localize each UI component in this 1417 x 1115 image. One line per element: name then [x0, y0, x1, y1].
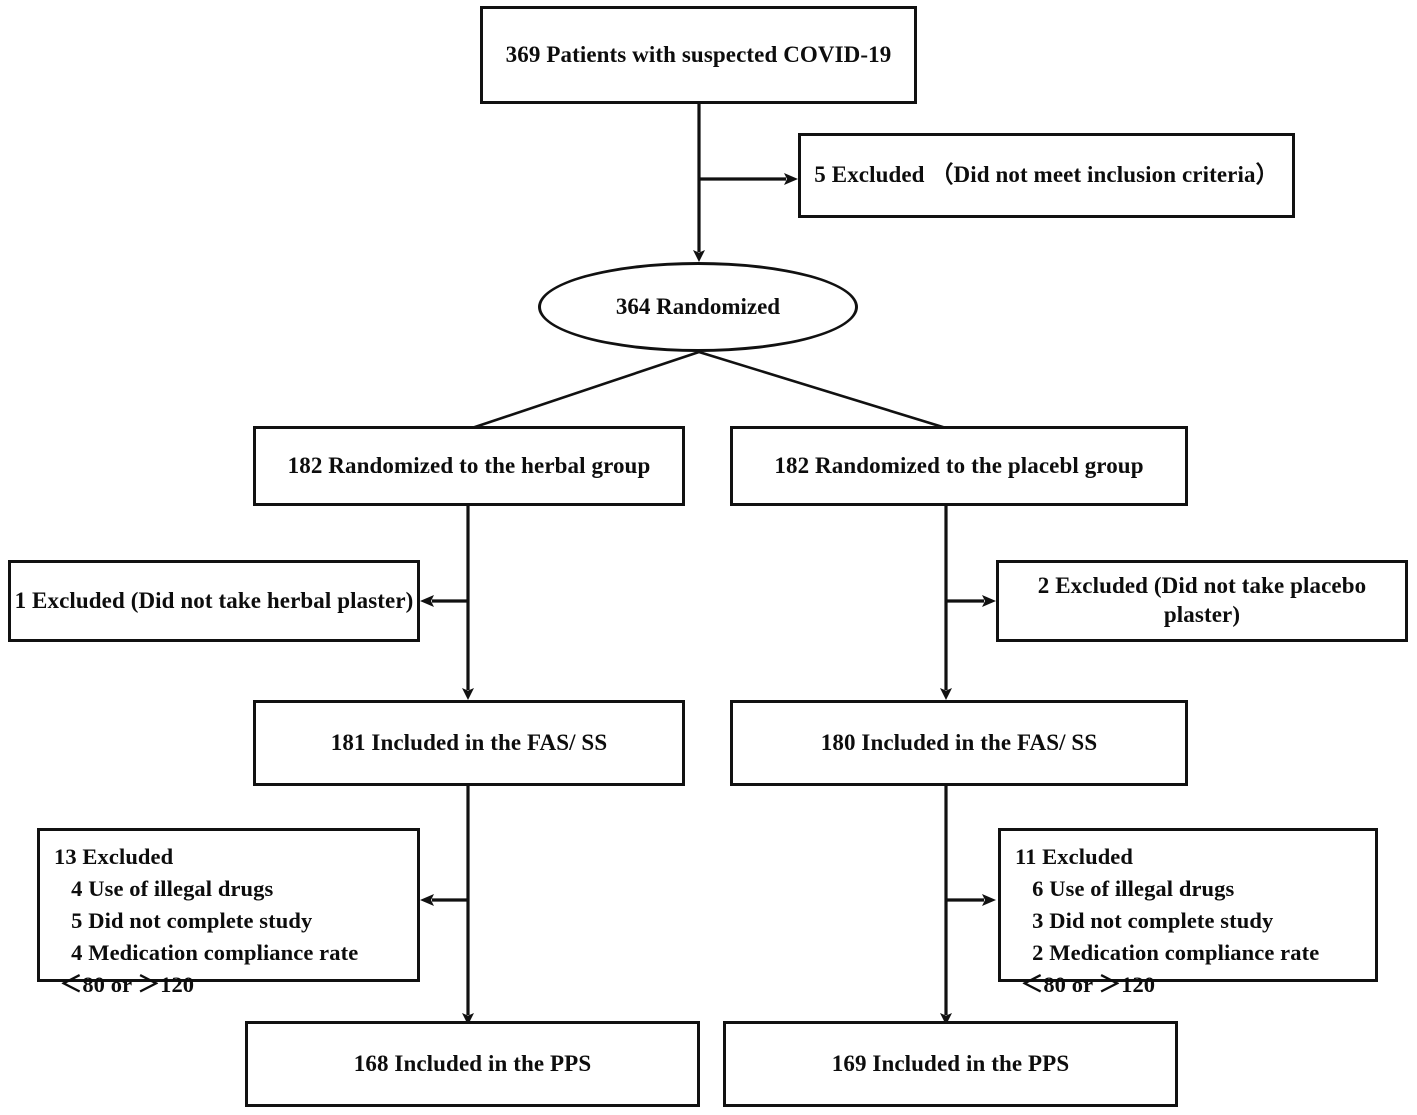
- node-herbal-pps: 168 Included in the PPS: [245, 1021, 700, 1107]
- excluded-line: ＜80 or ＞120: [54, 971, 195, 997]
- node-placebo-fas-label: 180 Included in the FAS/ SS: [820, 729, 1098, 755]
- node-placebo-excluded-allocation: 2 Excluded (Did not take placebo plaster…: [996, 560, 1408, 642]
- node-placebo-excluded-pps: 11 Excluded 6 Use of illegal drugs 3 Did…: [998, 828, 1378, 997]
- connector-randomized-to-herbal: [471, 350, 700, 430]
- node-enrollment-label: 369 Patients with suspected COVID-19: [505, 41, 892, 67]
- excluded-line: 4 Use of illegal drugs: [54, 875, 274, 901]
- excluded-line: 3 Did not complete study: [1015, 907, 1274, 933]
- excluded-line: 5 Did not complete study: [54, 907, 313, 933]
- excluded-line: 11 Excluded: [1015, 844, 1134, 869]
- node-placebo-allocation: 182 Randomized to the placebl group: [730, 426, 1188, 506]
- excluded-line: 4 Medication compliance rate: [54, 939, 359, 965]
- node-excluded-screening-label: 5 Excluded （Did not meet inclusion crite…: [814, 162, 1279, 188]
- node-herbal-fas-label: 181 Included in the FAS/ SS: [330, 729, 608, 755]
- node-herbal-allocation: 182 Randomized to the herbal group: [253, 426, 685, 506]
- node-randomized-label: 364 Randomized: [615, 294, 781, 319]
- excluded-line: 2 Medication compliance rate: [1015, 939, 1320, 965]
- excluded-line: 13 Excluded: [54, 844, 174, 869]
- node-placebo-pps: 169 Included in the PPS: [723, 1021, 1178, 1107]
- node-placebo-excluded-allocation-label: 2 Excluded (Did not take placebo plaster…: [1037, 573, 1367, 627]
- excluded-line: ＜80 or ＞120: [1015, 971, 1156, 997]
- node-enrollment: 369 Patients with suspected COVID-19: [480, 6, 917, 104]
- excluded-line: 6 Use of illegal drugs: [1015, 875, 1235, 901]
- connector-randomized-to-placebo: [698, 350, 947, 430]
- node-herbal-fas: 181 Included in the FAS/ SS: [253, 700, 685, 786]
- node-placebo-allocation-label: 182 Randomized to the placebl group: [774, 452, 1144, 478]
- node-placebo-fas: 180 Included in the FAS/ SS: [730, 700, 1188, 786]
- node-herbal-pps-label: 168 Included in the PPS: [353, 1050, 592, 1076]
- node-excluded-screening: 5 Excluded （Did not meet inclusion crite…: [798, 133, 1295, 218]
- node-randomized: 364 Randomized: [538, 262, 858, 352]
- node-herbal-excluded-allocation-label: 1 Excluded (Did not take herbal plaster): [14, 587, 414, 613]
- node-placebo-pps-label: 169 Included in the PPS: [831, 1050, 1070, 1076]
- node-herbal-excluded-pps: 13 Excluded 4 Use of illegal drugs 5 Did…: [37, 828, 420, 997]
- node-herbal-allocation-label: 182 Randomized to the herbal group: [287, 452, 651, 478]
- node-herbal-excluded-allocation: 1 Excluded (Did not take herbal plaster): [8, 560, 420, 642]
